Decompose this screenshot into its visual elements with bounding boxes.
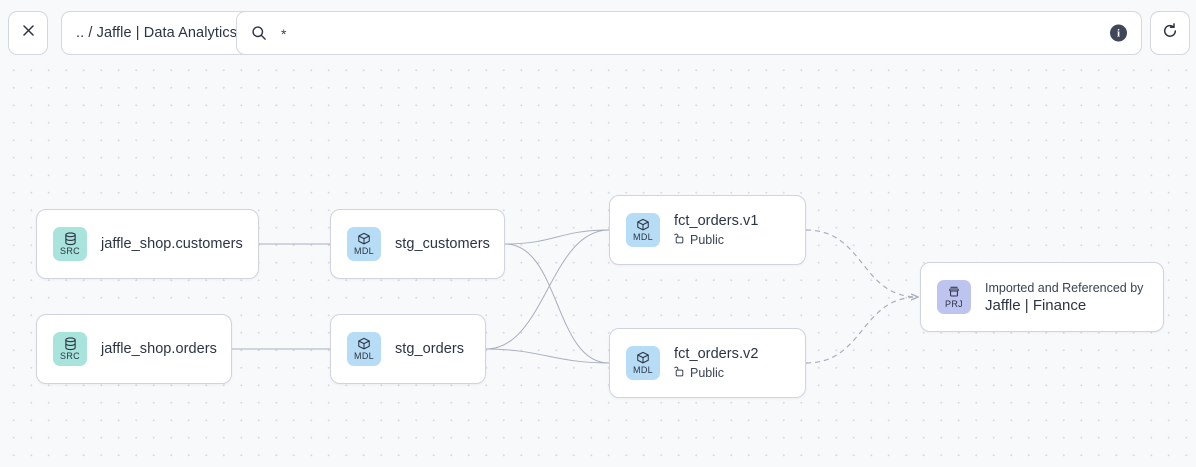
- prj-badge: PRJ: [937, 280, 971, 314]
- refresh-icon: [1161, 22, 1179, 45]
- breadcrumb-label: .. / Jaffle | Data Analytics: [76, 25, 238, 41]
- node-jaffle-shop-orders[interactable]: SRC jaffle_shop.orders: [36, 314, 232, 384]
- node-visibility-label: Public: [690, 232, 725, 247]
- node-visibility: Public: [674, 232, 758, 247]
- src-badge-label: SRC: [60, 351, 80, 361]
- mdl-badge: MDL: [347, 227, 381, 261]
- close-icon: [21, 23, 36, 43]
- search-value: *: [281, 26, 287, 42]
- node-title: jaffle_shop.orders: [101, 341, 217, 357]
- src-badge-label: SRC: [60, 246, 80, 256]
- breadcrumb[interactable]: .. / Jaffle | Data Analytics: [61, 11, 253, 55]
- database-icon: [64, 337, 77, 351]
- prj-badge-label: PRJ: [945, 299, 963, 309]
- database-icon: [64, 232, 77, 246]
- node-visibility: Public: [674, 365, 758, 380]
- node-title: jaffle_shop.customers: [101, 236, 243, 252]
- node-relationship-label: Imported and Referenced by: [985, 280, 1144, 295]
- mdl-badge: MDL: [626, 213, 660, 247]
- node-title: fct_orders.v1: [674, 213, 759, 229]
- node-title: stg_orders: [395, 341, 465, 357]
- unlock-icon: [674, 365, 685, 380]
- cube-icon: [357, 232, 371, 246]
- search-input[interactable]: * i: [236, 11, 1142, 55]
- edge-stgorders-fctv2: [485, 348, 610, 364]
- node-visibility-label: Public: [690, 365, 725, 380]
- toolbar: .. / Jaffle | Data Analytics * i: [0, 0, 1196, 58]
- project-icon: [947, 285, 961, 299]
- node-text: fct_orders.v2 Public: [674, 346, 758, 380]
- edge-fctv1-jafflefinance: [805, 229, 918, 297]
- node-text: fct_orders.v1 Public: [674, 213, 758, 247]
- node-jaffle-shop-customers[interactable]: SRC jaffle_shop.customers: [36, 209, 259, 279]
- mdl-badge-label: MDL: [633, 365, 653, 375]
- cube-icon: [636, 351, 650, 365]
- src-badge: SRC: [53, 227, 87, 261]
- unlock-icon: [674, 232, 685, 247]
- cube-icon: [357, 337, 371, 351]
- node-title: fct_orders.v2: [674, 346, 759, 362]
- mdl-badge-label: MDL: [354, 246, 374, 256]
- mdl-badge-label: MDL: [354, 351, 374, 361]
- info-icon[interactable]: i: [1110, 24, 1127, 42]
- node-fct-orders-v2[interactable]: MDL fct_orders.v2 Public: [609, 328, 806, 398]
- node-fct-orders-v1[interactable]: MDL fct_orders.v1 Public: [609, 195, 806, 265]
- mdl-badge: MDL: [347, 332, 381, 366]
- edge-stgcustomers-fctv2: [504, 243, 610, 364]
- search-icon: [251, 25, 267, 41]
- mdl-badge-label: MDL: [633, 232, 653, 242]
- mdl-badge: MDL: [626, 346, 660, 380]
- node-jaffle-finance[interactable]: PRJ Imported and Referenced by Jaffle | …: [920, 262, 1164, 332]
- node-text: stg_customers: [395, 236, 490, 252]
- edge-fctv2-jafflefinance: [805, 297, 918, 364]
- close-button[interactable]: [8, 11, 48, 55]
- node-text: stg_orders: [395, 341, 464, 357]
- node-stg-orders[interactable]: MDL stg_orders: [330, 314, 486, 384]
- edge-stgcustomers-fctv1: [504, 229, 610, 245]
- node-text: Imported and Referenced by Jaffle | Fina…: [985, 281, 1143, 314]
- node-title: stg_customers: [395, 236, 490, 252]
- node-text: jaffle_shop.orders: [101, 341, 217, 357]
- node-stg-customers[interactable]: MDL stg_customers: [330, 209, 505, 279]
- cube-icon: [636, 218, 650, 232]
- refresh-button[interactable]: [1150, 11, 1190, 55]
- node-title: Jaffle | Finance: [985, 296, 1087, 314]
- src-badge: SRC: [53, 332, 87, 366]
- node-text: jaffle_shop.customers: [101, 236, 243, 252]
